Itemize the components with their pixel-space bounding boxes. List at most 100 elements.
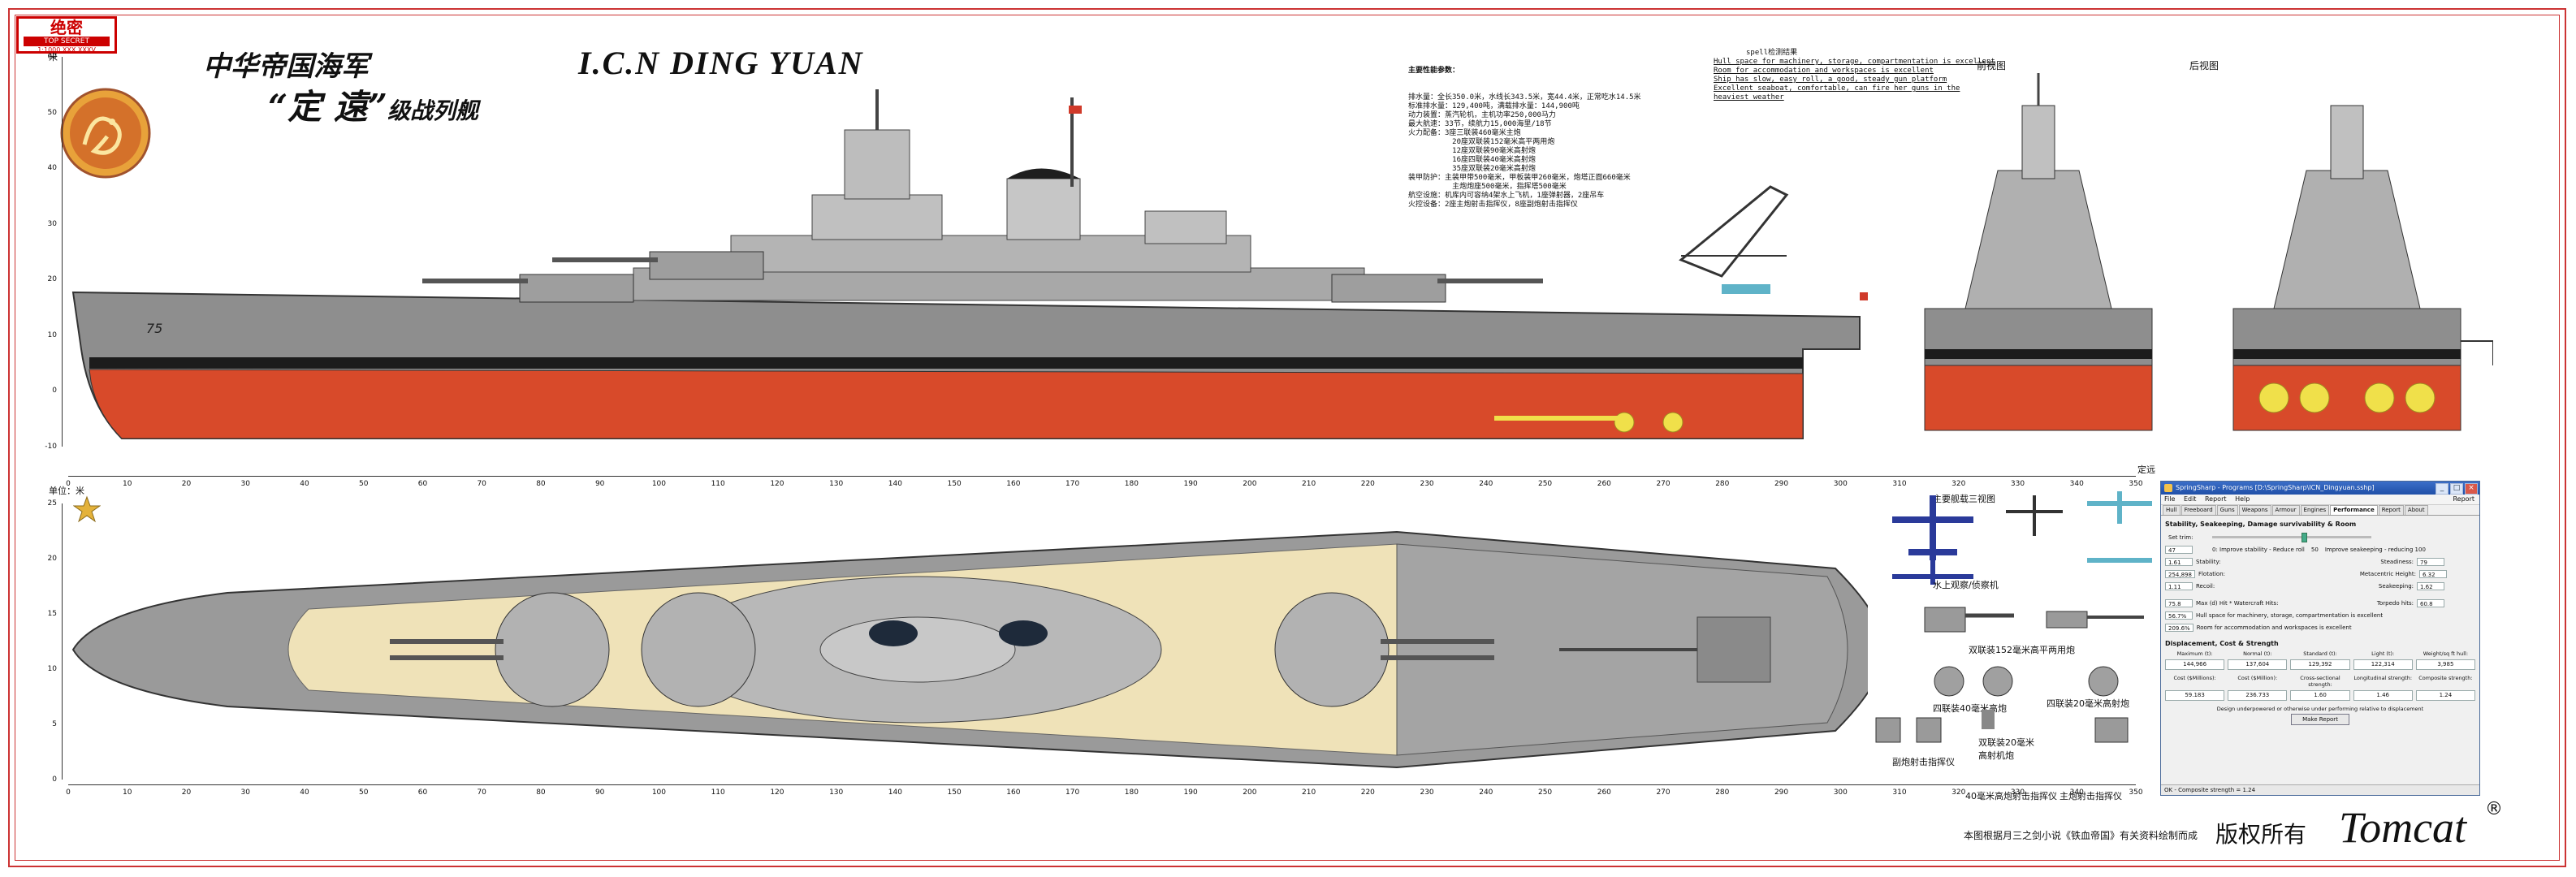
grid-value: 1.24: [2415, 690, 2475, 701]
spec-line: 标准排水量：129,400吨，满载排水量：144,900吨: [1408, 102, 1580, 110]
menu-edit[interactable]: Edit: [2183, 495, 2197, 503]
note-line: Room for accommodation and workspaces is…: [1714, 67, 1934, 75]
twin152-label: 双联装152毫米高平两用炮: [1969, 645, 2075, 655]
grid-value: 144,966: [2165, 659, 2225, 670]
ruler-tick-label: 290: [1774, 788, 1789, 797]
grid-header: Normal (t):: [2243, 650, 2272, 657]
tab-performance[interactable]: Performance: [2330, 505, 2378, 515]
ruler-tick-label: 140: [888, 788, 902, 797]
ruler-tick-label: 40: [300, 788, 309, 797]
tab-weapons[interactable]: Weapons: [2238, 505, 2271, 515]
ruler-tick-label: 0: [66, 480, 71, 488]
ruler-tick-label: 30: [240, 480, 250, 488]
ruler-tick-label: 350: [2129, 788, 2143, 797]
stamp-code: 1:1000 XXX.XXXV: [37, 46, 96, 54]
value-field: 254,898: [2165, 569, 2195, 578]
trim-value-field[interactable]: 47: [2165, 545, 2193, 554]
scale-tick-label: 20: [47, 275, 57, 284]
fc40-label: 40毫米高炮射击指挥仪: [1965, 791, 2057, 801]
ruler-tick-label: 260: [1597, 788, 1611, 797]
row-label: Hull space for machinery, storage, compa…: [2196, 611, 2384, 619]
row-label: Flotation:: [2198, 570, 2226, 577]
ruler-tick-label: 60: [417, 788, 428, 797]
tab-engines[interactable]: Engines: [2300, 505, 2330, 515]
ruler-tick-label: 10: [123, 788, 132, 797]
ruler-tick-label: 20: [181, 788, 192, 797]
tab-freeboard[interactable]: Freeboard: [2181, 505, 2216, 515]
notes-head: spell检测结果: [1746, 49, 1798, 57]
grid-header: Maximum (t):: [2176, 650, 2213, 657]
grid-value: 129,392: [2290, 659, 2350, 670]
seaplane-label: 水上观察/侦察机: [1933, 580, 1999, 590]
design-note: Design underpowered or otherwise under p…: [2216, 706, 2424, 712]
menu-report[interactable]: Report: [2204, 495, 2227, 503]
ruler-tick-label: 10: [123, 480, 132, 488]
ruler-tick-label: 310: [1892, 788, 1907, 797]
stamp-main-text: 绝密: [50, 18, 83, 37]
report-button[interactable]: Report: [2453, 495, 2474, 503]
app-icon: [2164, 484, 2172, 492]
copyright-label: 版权所有: [2215, 821, 2307, 848]
menu-file[interactable]: File: [2164, 495, 2176, 503]
grid-header: Cost ($Million):: [2237, 675, 2278, 681]
springsharp-window[interactable]: SpringSharp - Programs [D:\SpringSharp\I…: [2160, 481, 2480, 796]
ruler-tick-label: 50: [358, 480, 369, 488]
ruler-tick-label: 110: [711, 480, 725, 488]
spec-line: 12座双联装90毫米高射炮: [1408, 147, 1536, 155]
close-icon[interactable]: ×: [2465, 483, 2478, 495]
tab-bar: Hull Freeboard Guns Weapons Armour Engin…: [2161, 505, 2479, 516]
menu-bar: File Edit Report Help Report: [2161, 495, 2479, 505]
dragon-emblem-icon: [60, 88, 151, 179]
top-secret-stamp: 绝密 TOP SECRET 1:1000 XXX.XXXV: [16, 16, 117, 54]
trim-slider[interactable]: [2212, 533, 2372, 542]
cost-grid: Cost ($Millions):Cost ($Million):Cross-s…: [2165, 675, 2475, 701]
trim-left-label: 0: Improve stability - Reduce roll: [2212, 546, 2305, 553]
tab-guns[interactable]: Guns: [2216, 505, 2238, 515]
ruler-tick-label: 320: [1951, 480, 1966, 488]
spec-lines: 排水量：全长350.0米，水线长343.5米，宽44.4米，正常吃水14.5米标…: [1408, 93, 1887, 210]
note-line: Hull space for machinery, storage, compa…: [1714, 58, 1995, 66]
minimize-icon[interactable]: _: [2436, 483, 2448, 495]
menu-help[interactable]: Help: [2235, 495, 2250, 503]
tab-about[interactable]: About: [2404, 505, 2428, 515]
row-label: Max (d) Hit * Watercraft Hits:: [2196, 599, 2279, 607]
fc-main-label: 主炮射击指挥仪: [2060, 791, 2122, 801]
grid-header: Cost ($Millions):: [2173, 675, 2216, 681]
value-field: 1.61: [2165, 557, 2193, 566]
spec-line: 动力装置：蒸汽轮机，主机功率250,000马力: [1408, 111, 1556, 119]
row-label: Recoil:: [2196, 582, 2215, 590]
plan-view-drawing: [71, 530, 1868, 769]
star-icon: [73, 495, 101, 523]
grid-header: Longitudinal strength:: [2353, 675, 2413, 681]
ruler-tick-label: 120: [770, 480, 784, 488]
tab-report[interactable]: Report: [2378, 505, 2404, 515]
ruler-tick-label: 20: [181, 480, 192, 488]
spec-block: 主要性能参数： 排水量：全长350.0米，水线长343.5米，宽44.4米，正常…: [1408, 49, 1887, 218]
make-report-button[interactable]: Make Report: [2291, 714, 2349, 725]
status-bar: OK - Composite strength = 1.24: [2161, 784, 2479, 795]
ruler-tick-label: 320: [1951, 788, 1966, 797]
ruler-tick-label: 340: [2069, 480, 2084, 488]
maximize-icon[interactable]: □: [2450, 483, 2463, 495]
tab-armour[interactable]: Armour: [2271, 505, 2300, 515]
row-label: Steadiness:: [2380, 558, 2414, 565]
inner-frame: [15, 15, 2560, 861]
scale-tick-label: 10: [47, 665, 57, 673]
ruler-tick-label: 120: [770, 788, 784, 797]
ruler-tick-label: 170: [1065, 480, 1080, 488]
scale-tick-label: 10: [47, 330, 57, 339]
hull-number: 75: [146, 321, 162, 336]
trim-mid-label: 50: [2310, 546, 2319, 553]
footnote: 本图根据月三之剑小说《铁血帝国》有关资料绘制而成: [1964, 830, 2198, 841]
value-field: 1.62: [2417, 581, 2444, 590]
grid-value: 236.733: [2228, 690, 2288, 701]
window-titlebar[interactable]: SpringSharp - Programs [D:\SpringSharp\I…: [2161, 482, 2479, 495]
trim-slider-handle[interactable]: [2302, 533, 2308, 542]
ruler-tick-label: 110: [711, 788, 725, 797]
ruler-tick-label: 50: [358, 788, 369, 797]
ruler-tick-label: 240: [1479, 480, 1493, 488]
tab-hull[interactable]: Hull: [2163, 505, 2181, 515]
ruler-tick-label: 240: [1479, 788, 1493, 797]
